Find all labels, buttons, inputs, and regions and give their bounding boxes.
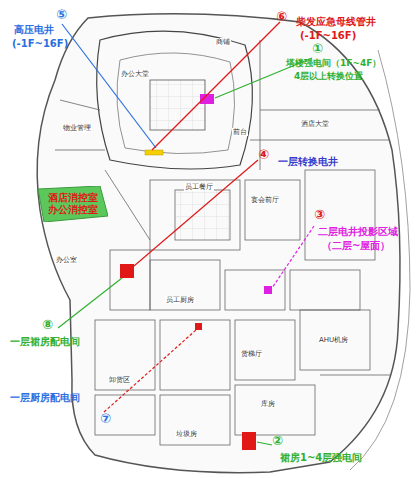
callout-text: （二层~屋面） bbox=[322, 240, 390, 252]
callout-number: ② bbox=[272, 434, 283, 449]
callout-number: ⑥ bbox=[276, 10, 287, 25]
room-label: AHU机房 bbox=[318, 336, 349, 344]
callout-number: ④ bbox=[258, 148, 269, 163]
room-label: 库房 bbox=[260, 400, 276, 408]
callout-number: ⑦ bbox=[100, 412, 111, 427]
callout-number: ③ bbox=[314, 208, 325, 223]
building-outline bbox=[37, 14, 400, 473]
room-label: 物业管理 bbox=[62, 124, 92, 132]
walls bbox=[55, 40, 390, 445]
room-label: 办公室 bbox=[55, 256, 78, 264]
room-label: 垃圾房 bbox=[175, 430, 198, 438]
riser-marker bbox=[145, 150, 163, 155]
callout-number: ① bbox=[312, 42, 323, 57]
room-label: 员工厨房 bbox=[165, 296, 195, 304]
room-label: 员工餐厅 bbox=[184, 183, 214, 191]
callout-text: 一层转换电井 bbox=[278, 156, 338, 168]
room-label: 办公大堂 bbox=[120, 70, 150, 78]
room-label: 商铺 bbox=[215, 38, 231, 46]
riser-marker bbox=[264, 286, 272, 294]
area-label: 办公消控室 bbox=[48, 204, 98, 216]
callout-text: 一层裙房配电间 bbox=[10, 336, 80, 348]
callout-text: 裙房1~4层强电间 bbox=[280, 452, 362, 464]
callout-text: (-1F~16F) bbox=[12, 38, 68, 50]
callout-text: 4层以上转换位置 bbox=[294, 71, 363, 81]
room-label: 货梯厅 bbox=[240, 350, 263, 358]
control-room-area: 酒店消控室办公消控室 bbox=[38, 186, 108, 222]
callout-text: (-1F~16F) bbox=[300, 30, 356, 42]
callout-text: 柴发应急母线管井 bbox=[296, 16, 376, 28]
riser-marker bbox=[120, 264, 134, 278]
riser-marker bbox=[242, 432, 256, 450]
room-label: 酒店大堂 bbox=[300, 120, 330, 128]
callout-number: ⑤ bbox=[56, 8, 67, 23]
callout-text: 高压电井 bbox=[14, 24, 54, 36]
callout-text: 二层电井投影区域 bbox=[318, 226, 398, 238]
area-label: 酒店消控室 bbox=[48, 192, 98, 204]
callout-number: ⑧ bbox=[42, 318, 53, 333]
leader-lines bbox=[58, 22, 314, 445]
room-label: 卸货区 bbox=[108, 376, 131, 384]
callout-text: 塔楼强电间（1F~4F） bbox=[286, 58, 381, 68]
riser-marker bbox=[195, 323, 202, 330]
room-label: 前台 bbox=[232, 128, 248, 136]
callout-text: 一层厨房配电间 bbox=[10, 392, 80, 404]
room-label: 宴会前厅 bbox=[250, 196, 280, 204]
